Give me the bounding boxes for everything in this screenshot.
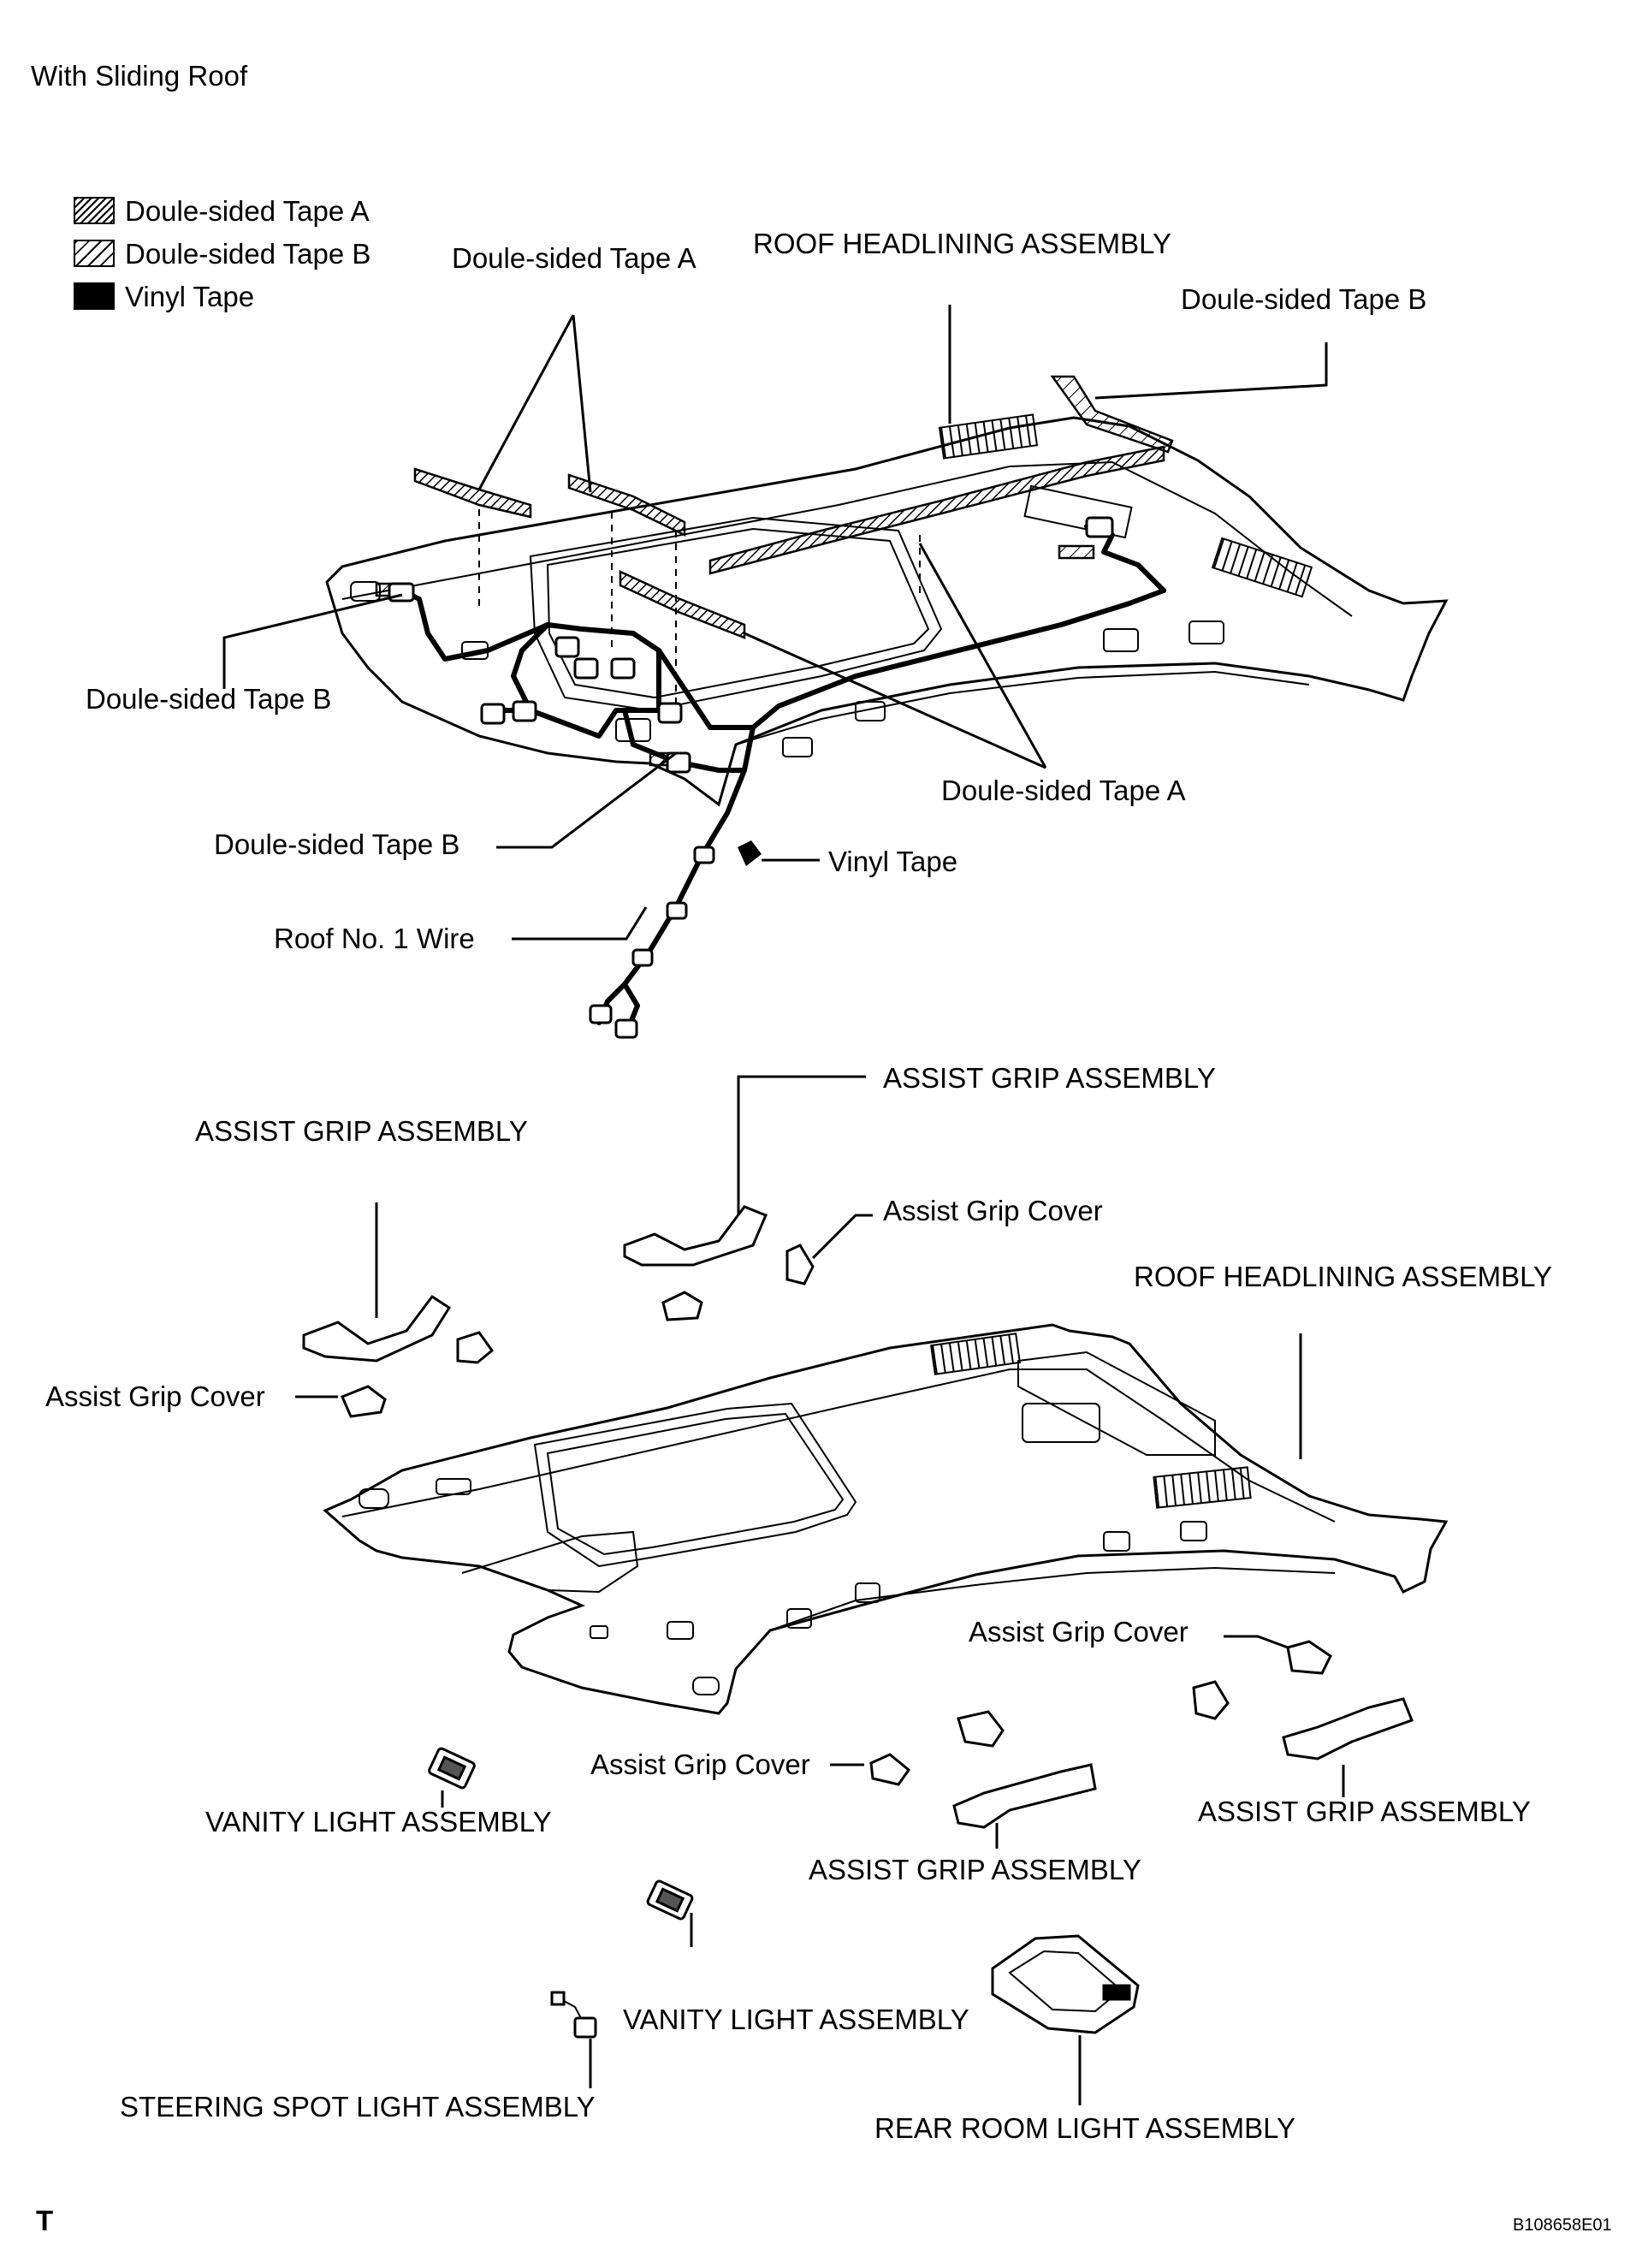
vanity-light-left (428, 1747, 476, 1790)
callout-vinyl-tape: Vinyl Tape (828, 846, 958, 877)
vanity-light-center (646, 1879, 694, 1921)
callout-roof-no1-wire: Roof No. 1 Wire (274, 923, 475, 954)
tape-a-strip-1 (413, 467, 532, 519)
callout-assist-grip-top-center: ASSIST GRIP ASSEMBLY (883, 1062, 1216, 1094)
vinyl-tape-marker (738, 840, 762, 866)
callout-assist-grip-cover-top-center: Assist Grip Cover (883, 1195, 1103, 1226)
tape-b-strip-right (1050, 375, 1174, 454)
callout-assist-grip-cover-bottom-center: Assist Grip Cover (590, 1748, 810, 1780)
top-leader-lines (222, 305, 1328, 941)
figure-code: B108658E01 (1513, 2216, 1612, 2235)
legend-swatch-tape-b (74, 240, 115, 267)
assist-grip-cover-right (1286, 1640, 1332, 1675)
assist-grip-bottom-center (952, 1763, 1097, 1829)
assist-grip-cover-top-center (661, 1291, 703, 1321)
assist-grip-cover-top-right (785, 1244, 815, 1285)
callout-assist-grip-bottom-right: ASSIST GRIP ASSEMBLY (1198, 1796, 1531, 1827)
callout-rear-room-light: REAR ROOM LIGHT ASSEMBLY (874, 2112, 1296, 2144)
footer-mark: T (36, 2205, 54, 2236)
tape-b-small-1 (1058, 544, 1095, 560)
callout-tape-b-center: Doule-sided Tape B (214, 828, 460, 860)
top-sunroof-opening (529, 516, 943, 712)
assist-grip-cover-left-2 (456, 1331, 495, 1364)
tape-a-strip-4 (619, 570, 746, 639)
callout-tape-b-left: Doule-sided Tape B (86, 683, 332, 715)
legend-swatch-vinyl-tape (74, 282, 115, 310)
callout-roof-headlining-top: ROOF HEADLINING ASSEMBLY (753, 228, 1172, 259)
callout-assist-grip-top-left: ASSIST GRIP ASSEMBLY (195, 1115, 528, 1147)
tape-a-strip-2 (567, 473, 686, 537)
top-headlining-assembly (325, 375, 1449, 1039)
page-title: With Sliding Roof (31, 60, 248, 92)
assist-grip-bottom-right (1282, 1697, 1414, 1760)
bottom-headlining-panel (323, 1323, 1449, 1715)
legend-label-tape-a: Doule-sided Tape A (125, 195, 370, 227)
callout-steering-spot-light: STEERING SPOT LIGHT ASSEMBLY (120, 2091, 596, 2123)
assist-grip-cover-bottom-center (869, 1753, 911, 1786)
steering-spot-light (550, 1991, 597, 2039)
legend-label-tape-b: Doule-sided Tape B (125, 238, 371, 270)
callout-assist-grip-cover-right: Assist Grip Cover (969, 1616, 1188, 1648)
callout-assist-grip-bottom-center: ASSIST GRIP ASSEMBLY (809, 1854, 1141, 1885)
assist-grip-cover-center-2 (957, 1710, 1005, 1748)
callout-vanity-light-center: VANITY LIGHT ASSEMBLY (623, 2004, 969, 2035)
legend-label-vinyl-tape: Vinyl Tape (125, 281, 255, 312)
tape-a-strip-3 (708, 445, 1165, 575)
assist-grip-cover-left (341, 1385, 387, 1418)
callout-tape-a-top: Doule-sided Tape A (452, 242, 696, 274)
assist-grip-top-left (302, 1294, 452, 1363)
callout-assist-grip-cover-left: Assist Grip Cover (45, 1380, 265, 1412)
legend-swatch-tape-a (74, 197, 115, 224)
assist-grip-top-center (623, 1205, 768, 1267)
callout-tape-b-top-right: Doule-sided Tape B (1181, 283, 1427, 315)
callout-roof-headlining-bottom: ROOF HEADLINING ASSEMBLY (1134, 1261, 1553, 1292)
bottom-headlining-assembly (302, 1205, 1449, 2039)
callout-tape-a-lower: Doule-sided Tape A (941, 775, 1186, 806)
rear-room-light (991, 1934, 1140, 2034)
assist-grip-cover-right-2 (1192, 1680, 1230, 1720)
bottom-leader-lines (295, 1075, 1345, 2105)
top-headlining-panel (325, 416, 1449, 807)
callout-vanity-light-left: VANITY LIGHT ASSEMBLY (205, 1806, 552, 1838)
bottom-sunroof-opening (533, 1402, 857, 1568)
